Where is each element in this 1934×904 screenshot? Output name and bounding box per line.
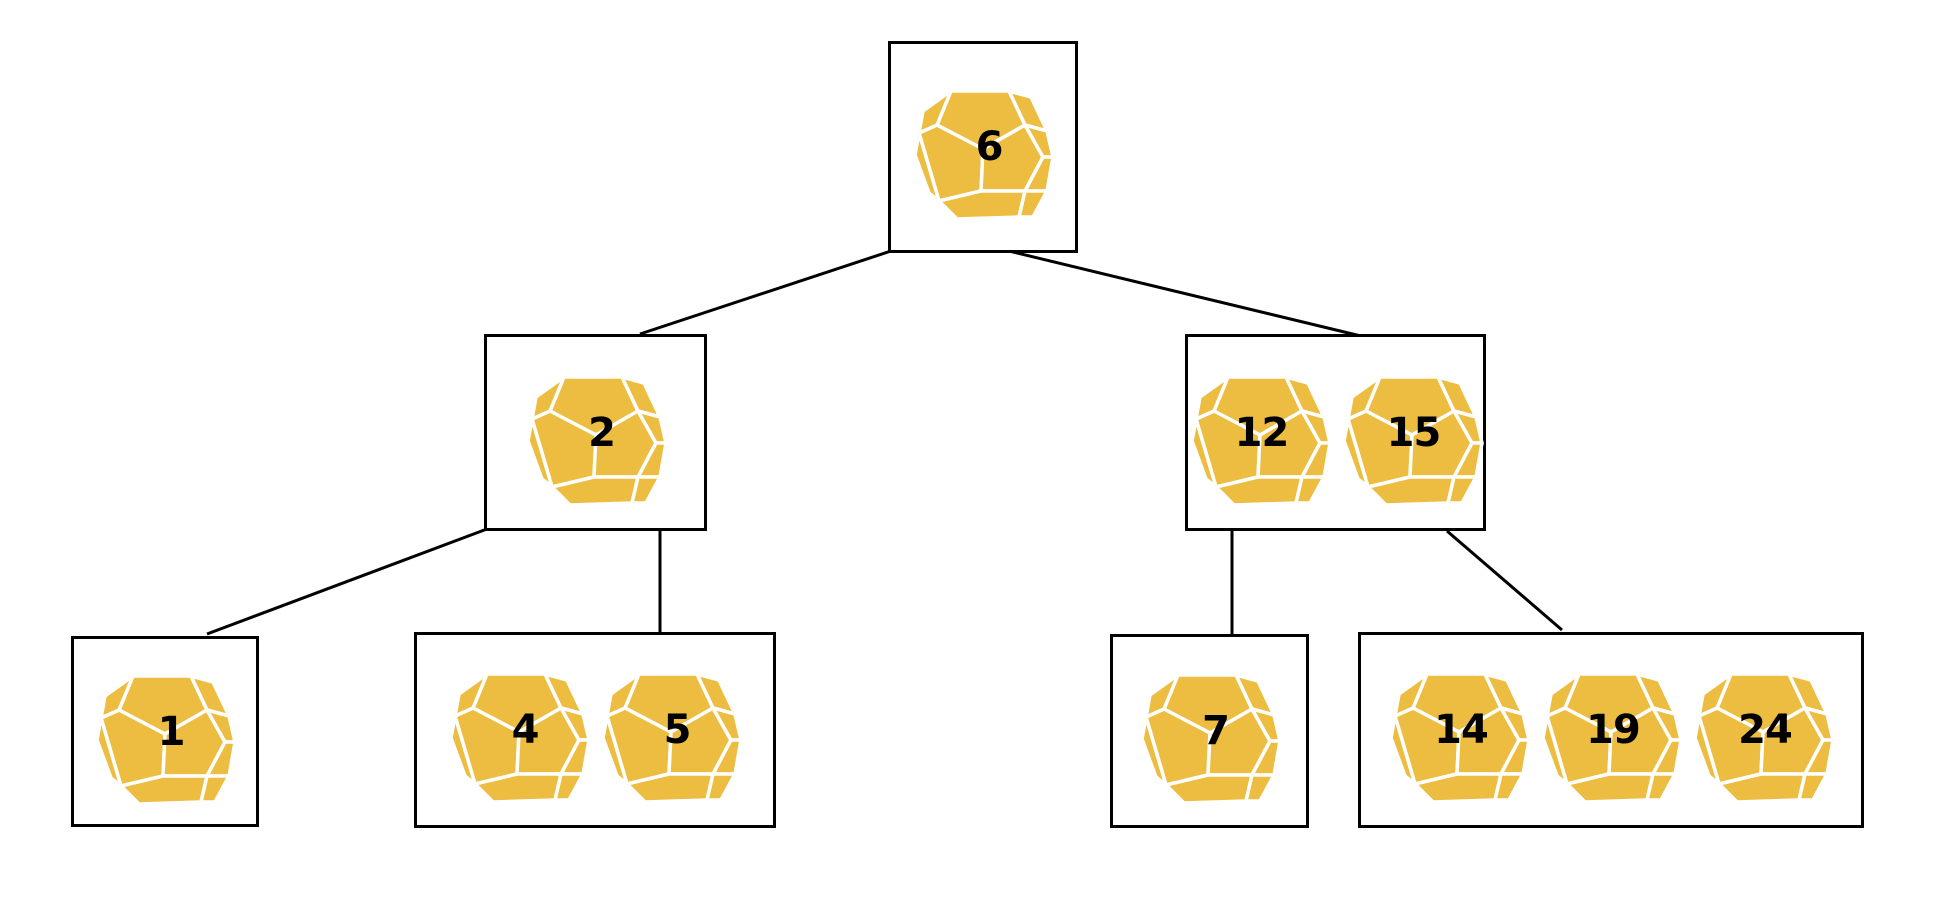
dodecahedron-icon [601, 672, 743, 804]
node-key-label: 19 [1586, 707, 1641, 753]
tree-edge [987, 244, 1366, 339]
dodecahedron-icon [95, 673, 237, 806]
node-key[interactable]: 4 [443, 654, 595, 806]
node-key-label: 5 [663, 707, 692, 753]
tree-edge [1446, 529, 1563, 632]
dodecahedron-icon [1693, 672, 1835, 804]
node-key[interactable]: 7 [1134, 655, 1286, 807]
dodecahedron-icon [449, 672, 591, 804]
node-key-label: 6 [975, 124, 1004, 170]
node-key[interactable]: 24 [1687, 654, 1839, 806]
dodecahedron-icon [1389, 672, 1531, 804]
dodecahedron-icon [913, 89, 1055, 221]
node-key-label: 15 [1386, 409, 1442, 456]
tree-node-n-12-15[interactable]: 12 15 [1185, 334, 1486, 531]
node-key[interactable]: 19 [1535, 654, 1687, 806]
node-key-label: 7 [1202, 708, 1230, 754]
dodecahedron-icon [1541, 672, 1683, 804]
dodecahedron-icon [1139, 673, 1282, 805]
tree-edge [639, 249, 892, 336]
tree-node-n-7[interactable]: 7 [1110, 634, 1309, 828]
node-key[interactable]: 5 [595, 654, 747, 806]
dodecahedron-icon [1189, 374, 1332, 507]
tree-node-n-2[interactable]: 2 [484, 334, 707, 531]
node-key[interactable]: 14 [1383, 654, 1535, 806]
tree-node-root[interactable]: 6 [888, 41, 1078, 253]
node-key[interactable]: 15 [1336, 357, 1488, 509]
node-key-label: 2 [588, 409, 616, 456]
node-key-label: 1 [157, 708, 186, 755]
node-key[interactable]: 12 [1184, 357, 1336, 509]
node-key-label: 4 [511, 707, 540, 753]
node-key[interactable]: 2 [520, 357, 672, 509]
node-key-label: 24 [1738, 707, 1793, 753]
node-key[interactable]: 1 [89, 656, 241, 808]
tree-node-n-14-19-24[interactable]: 14 19 24 [1358, 632, 1864, 828]
node-key-label: 12 [1234, 409, 1290, 456]
tree-node-n-1[interactable]: 1 [71, 636, 259, 827]
dodecahedron-icon [1341, 374, 1484, 507]
node-key[interactable]: 6 [907, 71, 1059, 223]
node-key-label: 14 [1434, 707, 1489, 753]
tree-edge [206, 527, 488, 636]
dodecahedron-icon [525, 374, 668, 507]
